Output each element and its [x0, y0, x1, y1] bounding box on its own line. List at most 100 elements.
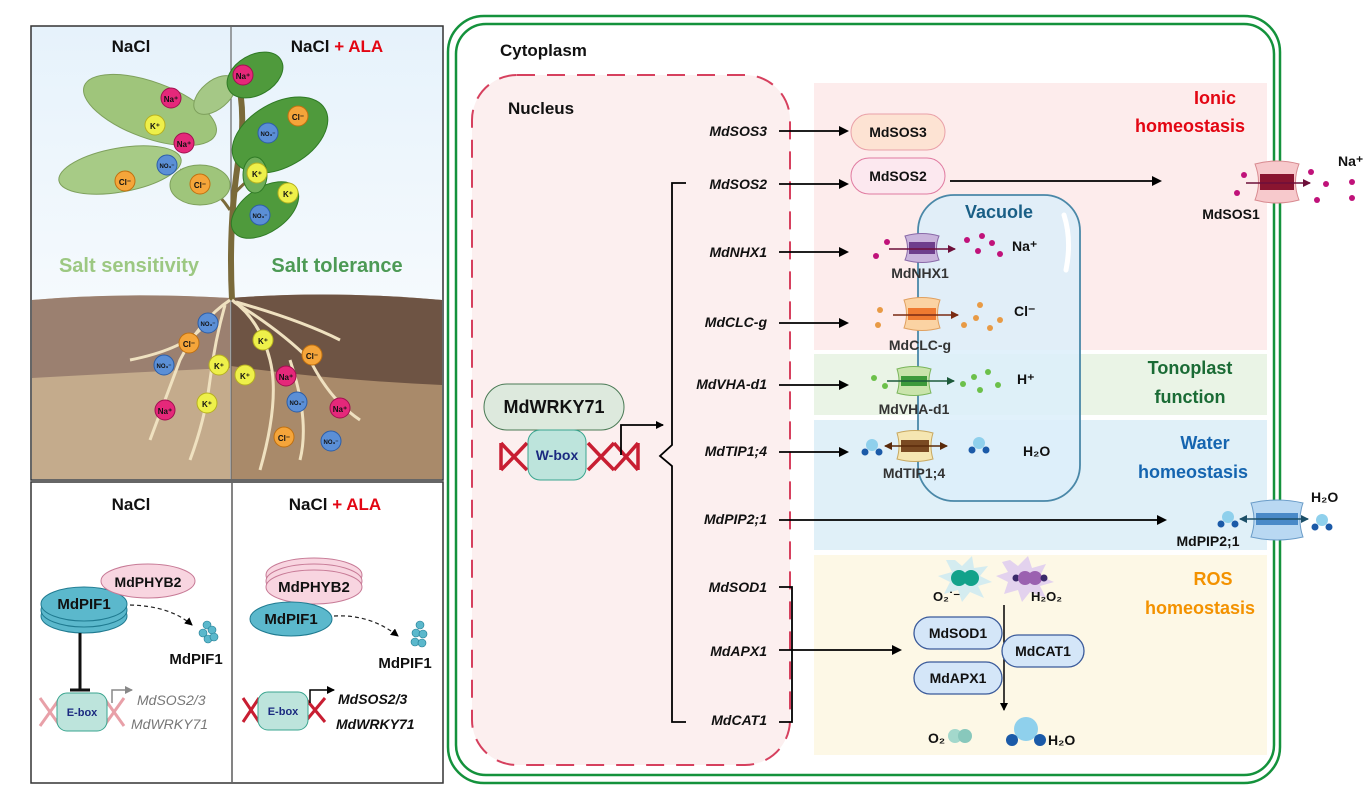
sos3-label: MdSOS3	[869, 124, 927, 140]
h-label: H⁺	[1017, 371, 1035, 387]
target-gene-sos23-off: MdSOS2/3	[137, 692, 206, 708]
ion-cl: Cl⁻	[287, 105, 309, 127]
phyb2-stack	[265, 557, 363, 605]
pif1-degraded-label: MdPIF1	[378, 655, 431, 672]
water-molecule	[1006, 717, 1046, 746]
tip-label: MdTIP1;4	[883, 465, 945, 481]
target-gene-wrky71-off: MdWRKY71	[131, 716, 208, 732]
transcription-arrow-on	[309, 686, 335, 703]
ion-na: Na⁺	[160, 87, 182, 109]
transcription-arrow-off	[111, 686, 133, 703]
na-ions	[873, 233, 1003, 259]
leaf-sensitive	[58, 145, 182, 195]
svg-text:Na⁺: Na⁺	[164, 95, 178, 104]
section-title: homeostasis	[1138, 462, 1248, 482]
nucleus-label: Nucleus	[508, 99, 574, 118]
ion-no3: NO₃⁻	[153, 354, 175, 376]
mechanism-panel: NaCl NaCl + ALA MdPHYB2 MdPIF1 MdPIF1 E-…	[30, 481, 444, 784]
svg-text:NO₃⁻: NO₃⁻	[201, 322, 216, 328]
svg-text:Na⁺: Na⁺	[236, 72, 250, 81]
plant-panel: Na⁺ K⁺ Na⁺ NO₃⁻ Cl⁻ Cl⁻ Na⁺ Cl⁻ NO₃⁻ K⁺ …	[30, 25, 444, 481]
gene-label: MdPIP2;1	[704, 511, 767, 527]
gene-label: MdSOD1	[709, 579, 768, 595]
svg-text:K⁺: K⁺	[258, 337, 268, 346]
dna-helix	[499, 441, 640, 472]
leaf-tolerant	[226, 51, 284, 99]
svg-text:Cl⁻: Cl⁻	[306, 352, 318, 361]
cytoplasm-label: Cytoplasm	[500, 41, 587, 60]
gene-label: MdTIP1;4	[705, 443, 767, 459]
title-nacl: NaCl	[112, 37, 151, 56]
pif1-degraded-icon	[410, 620, 428, 648]
section-title: homeostasis	[1135, 116, 1245, 136]
ion-k: K⁺	[246, 162, 268, 184]
title-nacl-ala: NaCl + ALA	[291, 37, 383, 56]
svg-text:Cl⁻: Cl⁻	[194, 181, 206, 190]
svg-text:Na⁺: Na⁺	[333, 405, 347, 414]
ion-na: Na⁺	[173, 132, 195, 154]
ebox-box	[56, 692, 108, 732]
sos2-label: MdSOS2	[869, 168, 927, 184]
section-title: Tonoplast	[1148, 358, 1233, 378]
svg-text:K⁺: K⁺	[202, 400, 212, 409]
ion-no3: NO₃⁻	[257, 122, 279, 144]
ion-k: K⁺	[277, 182, 299, 204]
ion-cl: Cl⁻	[301, 344, 323, 366]
h2o-label: H₂O	[1311, 489, 1338, 505]
water-molecule	[1311, 514, 1333, 531]
ion-na: Na⁺	[275, 365, 297, 387]
caption-salt-sensitivity: Salt sensitivity	[59, 255, 200, 277]
section-tonoplast: Tonoplast function	[1148, 358, 1233, 407]
superoxide-label: O₂˙⁻	[933, 589, 960, 604]
ion-no3: NO₃⁻	[156, 154, 178, 176]
wbox-label: W-box	[536, 447, 579, 463]
pip-transporter	[1239, 499, 1309, 541]
cl-label: Cl⁻	[1014, 303, 1035, 319]
svg-text:NO₃⁻: NO₃⁻	[261, 132, 276, 138]
ion-no3: NO₃⁻	[286, 391, 308, 413]
ion-k: K⁺	[234, 364, 256, 386]
svg-text:NO₃⁻: NO₃⁻	[160, 164, 175, 170]
sos2-protein	[850, 157, 946, 195]
svg-text:Na⁺: Na⁺	[177, 140, 191, 149]
ion-cl: Cl⁻	[189, 173, 211, 195]
ion-na: Na⁺	[232, 64, 254, 86]
clcg-label: MdCLC-g	[889, 337, 951, 353]
nhx1-label: MdNHX1	[891, 265, 949, 281]
ion-k: K⁺	[252, 329, 274, 351]
ion-k: K⁺	[196, 392, 218, 414]
vha-label: MdVHA-d1	[879, 401, 950, 417]
svg-text:Cl⁻: Cl⁻	[119, 178, 131, 187]
sos1-transporter	[1246, 160, 1311, 204]
apx1-protein	[913, 661, 1003, 695]
cat1-protein	[1001, 634, 1085, 668]
ion-no3: NO₃⁻	[197, 312, 219, 334]
cat1-label: MdCAT1	[1015, 643, 1071, 659]
o2-icon	[948, 729, 972, 743]
ion-k: K⁺	[208, 354, 230, 376]
ion-na: Na⁺	[154, 399, 176, 421]
ion-cl: Cl⁻	[178, 332, 200, 354]
pif1-degraded-label: MdPIF1	[169, 651, 222, 668]
gene-label: MdNHX1	[709, 244, 767, 260]
section-ionic: Ionic homeostasis	[1135, 88, 1245, 136]
svg-text:K⁺: K⁺	[283, 190, 293, 199]
sos3-protein	[850, 113, 946, 151]
pif1-label: MdPIF1	[264, 611, 317, 628]
clcg-transporter	[893, 297, 959, 331]
tip-transporter	[884, 430, 948, 462]
regulation-arrows	[779, 126, 1167, 723]
title-nacl: NaCl	[112, 495, 151, 514]
svg-text:NO₃⁻: NO₃⁻	[290, 401, 305, 407]
degradation-arrow	[129, 604, 193, 626]
target-genes: MdSOS3 MdSOS2 MdNHX1 MdCLC-g MdVHA-d1 Md…	[696, 123, 767, 728]
pif1-label: MdPIF1	[57, 596, 110, 613]
cell-wall	[446, 14, 1282, 785]
section-title: ROS	[1193, 569, 1232, 589]
nucleus	[471, 74, 791, 766]
water-molecule	[968, 437, 990, 454]
ebox-label: E-box	[268, 706, 299, 718]
ebox-label: E-box	[67, 707, 98, 719]
ion-markers: Na⁺ K⁺ Na⁺ NO₃⁻ Cl⁻ Cl⁻ Na⁺ Cl⁻ NO₃⁻ K⁺ …	[114, 64, 351, 452]
ion-na: Na⁺	[329, 397, 351, 419]
